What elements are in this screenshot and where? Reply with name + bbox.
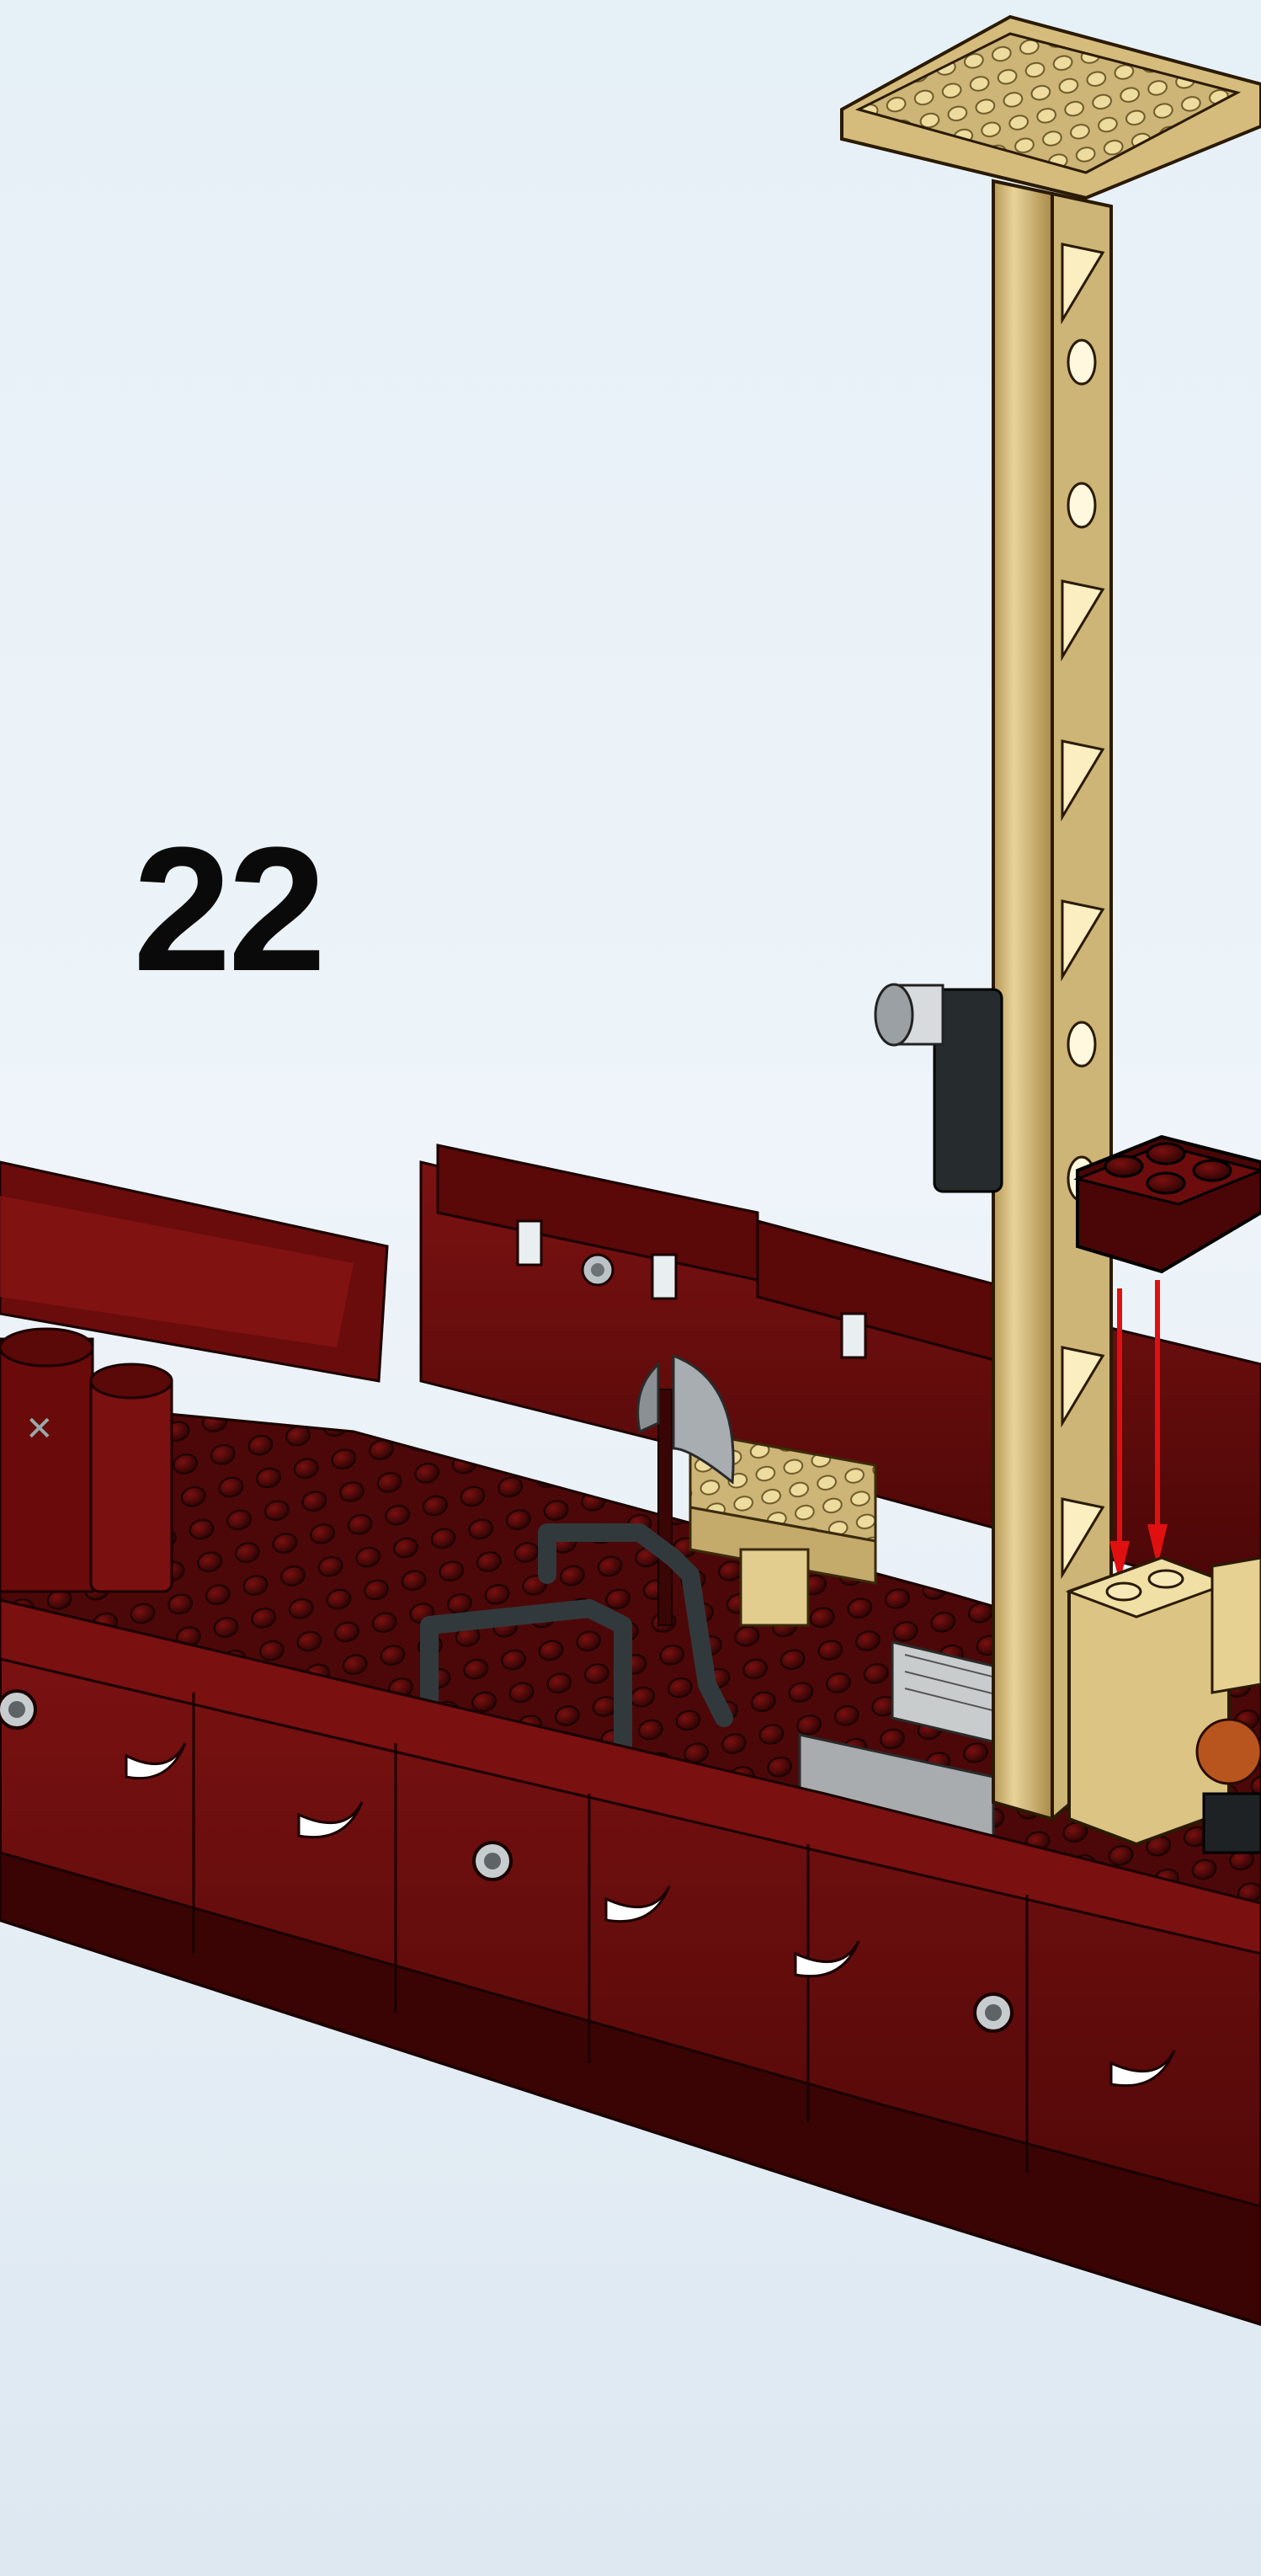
winch [875,984,1002,1192]
svg-text:✕: ✕ [25,1411,54,1448]
barrels: ✕ [0,1329,172,1592]
